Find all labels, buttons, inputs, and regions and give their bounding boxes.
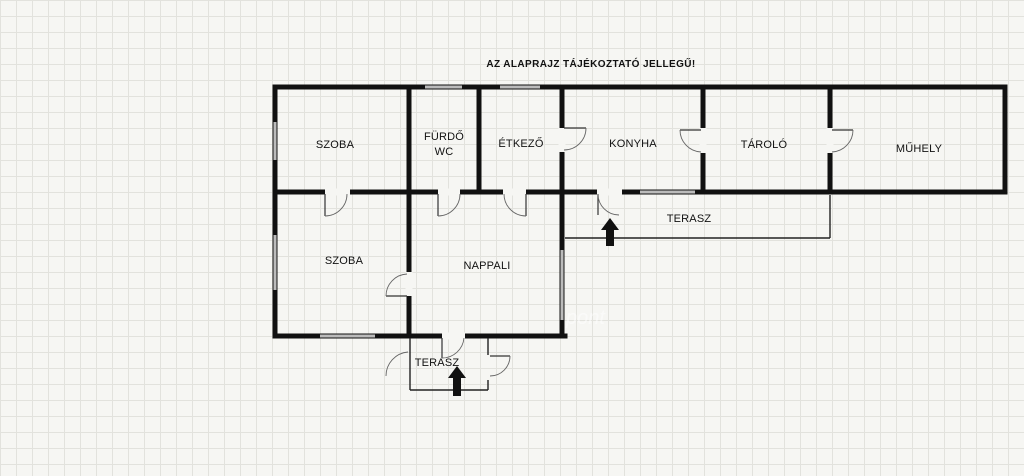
room-label-tarolo: TÁROLÓ xyxy=(741,138,788,151)
door-openings xyxy=(325,128,834,340)
room-label-szoba-top: SZOBA xyxy=(316,139,355,151)
watermark-text: pont xyxy=(565,307,606,329)
entrance-arrow-terasz xyxy=(601,218,619,246)
door-swings xyxy=(324,127,854,359)
windows xyxy=(273,85,695,338)
outer-walls xyxy=(272,84,1008,339)
room-label-furdo: FÜRDŐ xyxy=(424,129,464,143)
entrance-arrow-front xyxy=(448,366,466,396)
room-label-wc: WC xyxy=(435,146,454,158)
room-label-terasz-front: TERASZ xyxy=(415,357,460,369)
room-label-konyha: KONYHA xyxy=(609,138,657,150)
terasz-front-outline xyxy=(385,338,511,391)
interior-walls xyxy=(272,84,833,339)
room-label-nappali: NAPPALI xyxy=(463,260,510,272)
room-label-terasz-right: TERASZ xyxy=(667,213,712,225)
room-label-szoba-bottom: SZOBA xyxy=(325,255,364,267)
room-label-etkezo: ÉTKEZŐ xyxy=(498,136,543,150)
plan-note: AZ ALAPRAJZ TÁJÉKOZTATÓ JELLEGŰ! xyxy=(486,57,695,70)
room-label-muhely: MŰHELY xyxy=(896,141,943,155)
